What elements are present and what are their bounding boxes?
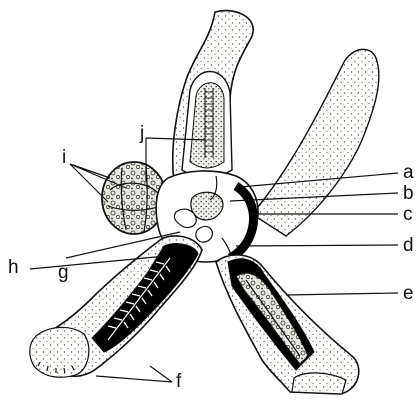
label-j: j	[140, 124, 144, 143]
upper-right-arm	[252, 49, 379, 236]
label-e: e	[403, 284, 414, 303]
lower-right-arm	[216, 255, 359, 394]
label-g: g	[58, 263, 69, 282]
label-d: d	[403, 236, 414, 255]
leader-d	[236, 245, 398, 246]
label-f: f	[176, 372, 181, 391]
label-c: c	[403, 205, 413, 224]
label-a: a	[403, 163, 414, 182]
top-arm	[173, 11, 253, 190]
leader-e	[286, 293, 398, 295]
leader-f	[96, 366, 172, 382]
label-h: h	[8, 258, 19, 277]
label-b: b	[403, 184, 414, 203]
lower-left-arm	[30, 236, 202, 377]
label-i: i	[62, 148, 66, 167]
